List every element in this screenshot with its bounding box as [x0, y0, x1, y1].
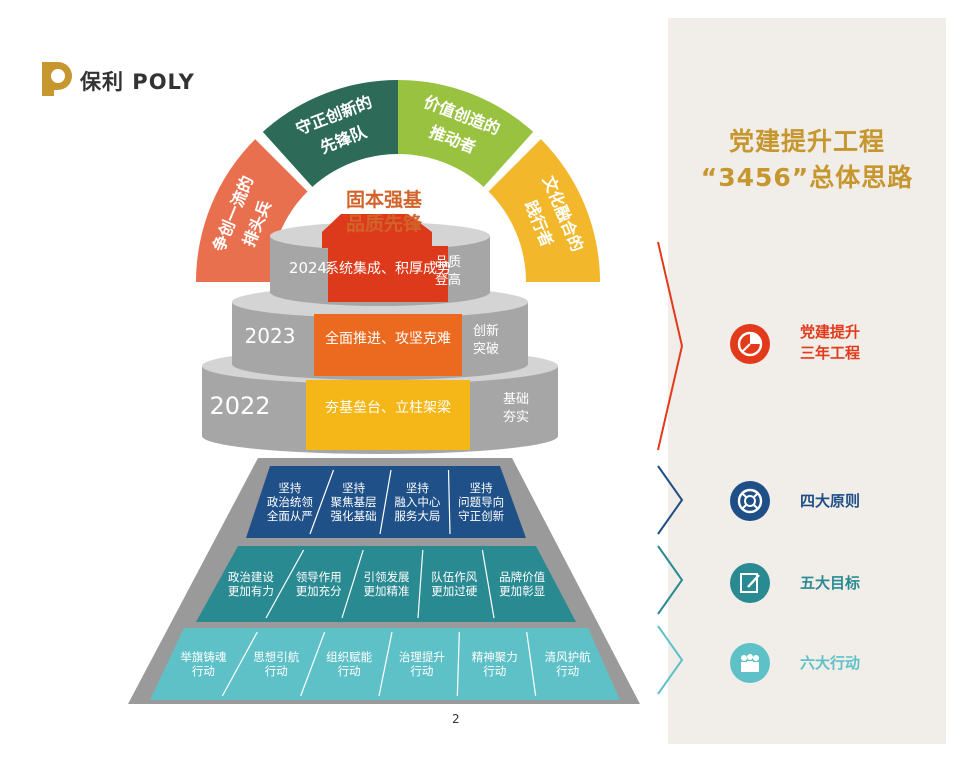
action-cell-line: 清风护航: [545, 650, 591, 664]
chevron-red-icon: [657, 241, 684, 451]
goal-cell-line: 更加充分: [296, 584, 342, 598]
poly-logo-icon: [42, 62, 72, 96]
row-divider: [417, 549, 424, 619]
row-divider: [265, 549, 305, 619]
principle-cell-line: 聚焦基层: [331, 495, 377, 509]
goal-cell-line: 领导作用: [296, 570, 342, 584]
action-cell-line: 行动: [338, 664, 361, 678]
tier-text: 夯基垒台、立柱架梁: [325, 399, 451, 416]
life-ring-icon: [730, 481, 770, 521]
tier-side-line2: 突破: [473, 341, 499, 357]
action-cell-line: 治理提升: [399, 650, 445, 664]
action-cell-line: 行动: [556, 664, 579, 678]
logo-text: 保利 POLY: [80, 70, 195, 94]
center-title-line2: 品质先锋: [346, 212, 423, 235]
tier-band: [328, 246, 448, 302]
chevron-teal-icon: [657, 545, 684, 615]
tier-text: 全面推进、攻坚克难: [325, 330, 451, 347]
side-title-line2: “3456”总体思路: [700, 163, 914, 192]
action-cell-line: 思想引航: [253, 650, 299, 664]
goal-cell-line: 更加彰显: [499, 584, 545, 598]
tier-side-line1: 品质: [435, 255, 461, 270]
principle-cell-line: 政治统领: [267, 495, 313, 509]
goal-cell-line: 引领发展: [364, 570, 410, 584]
tier-side-line2: 夯实: [503, 410, 529, 425]
tier-side-line2: 登高: [435, 272, 461, 288]
row-divider: [378, 631, 393, 697]
tier-year: 2024: [289, 259, 327, 277]
action-cell-line: 行动: [265, 664, 288, 678]
item-label-2: 四大原则: [800, 492, 861, 510]
principle-cell-line: 坚持: [278, 481, 301, 495]
principle-cell-line: 坚持: [406, 481, 429, 495]
action-cell-line: 精神聚力: [472, 650, 518, 664]
row-divider: [481, 549, 495, 619]
row-divider: [526, 631, 537, 697]
principle-cell-line: 坚持: [470, 481, 493, 495]
principle-cell-line: 强化基础: [331, 509, 377, 523]
tier-year: 2023: [245, 324, 296, 348]
item-label-4: 六大行动: [800, 654, 861, 672]
chevron-light-teal-icon: [657, 625, 684, 695]
tier-text: 系统集成、积厚成势: [325, 260, 451, 277]
goal-cell-line: 品牌价值: [499, 570, 545, 584]
principle-cell-line: 融入中心: [394, 495, 440, 509]
pie-chart-icon: [730, 324, 770, 364]
goal-cell-line: 更加有力: [228, 584, 274, 598]
action-cell-line: 行动: [192, 664, 215, 678]
arc-segment: [488, 139, 600, 282]
tier-band: [314, 314, 462, 376]
side-panel: 党建提升工程 “3456”总体思路 党建提升 三年工程 四大原则 五大目标 六大: [668, 18, 946, 744]
arc-segment: [196, 139, 308, 282]
item-label-1: 党建提升 三年工程: [800, 322, 860, 364]
goal-cell-line: 队伍作风: [431, 570, 477, 584]
goal-cell-line: 更加过硬: [431, 584, 477, 598]
center-title-line1: 固本强基: [346, 188, 423, 211]
principle-cell-line: 服务大局: [394, 509, 440, 523]
action-cell-line: 举旗铸魂: [180, 650, 226, 664]
arc-segment: [262, 80, 398, 187]
goal-cell-line: 更加精准: [364, 584, 410, 598]
item-1-line2: 三年工程: [800, 344, 861, 362]
pen-note-icon: [730, 563, 770, 603]
action-cell-line: 行动: [410, 664, 433, 678]
page-number: 2: [452, 712, 460, 726]
arc-segment: [398, 80, 534, 187]
item-label-3: 五大目标: [800, 574, 861, 592]
row-divider: [221, 631, 258, 697]
row-divider: [341, 549, 364, 619]
row-divider: [447, 469, 451, 535]
action-cell-line: 组织赋能: [326, 650, 372, 664]
principle-cell-line: 问题导向: [458, 495, 504, 509]
tier-side-line1: 创新: [473, 323, 499, 339]
side-title-line1: 党建提升工程: [728, 127, 885, 156]
pyramid-row: [196, 546, 576, 622]
row-divider: [379, 469, 392, 535]
tier-peak: [322, 214, 432, 248]
row-divider: [456, 631, 460, 697]
tier-band: [306, 380, 470, 450]
goal-cell-line: 政治建设: [228, 570, 274, 584]
principle-cell-line: 守正创新: [458, 509, 504, 523]
action-cell-line: 行动: [483, 664, 506, 678]
principle-cell-line: 坚持: [342, 481, 365, 495]
item-1-line1: 党建提升: [800, 323, 861, 341]
chevron-blue-icon: [657, 465, 684, 535]
tier-side-line1: 基础: [503, 392, 529, 407]
row-divider: [309, 469, 335, 535]
tier-year: 2022: [209, 392, 270, 420]
people-icon: [730, 643, 770, 683]
row-divider: [300, 631, 326, 697]
principle-cell-line: 全面从严: [267, 509, 313, 523]
